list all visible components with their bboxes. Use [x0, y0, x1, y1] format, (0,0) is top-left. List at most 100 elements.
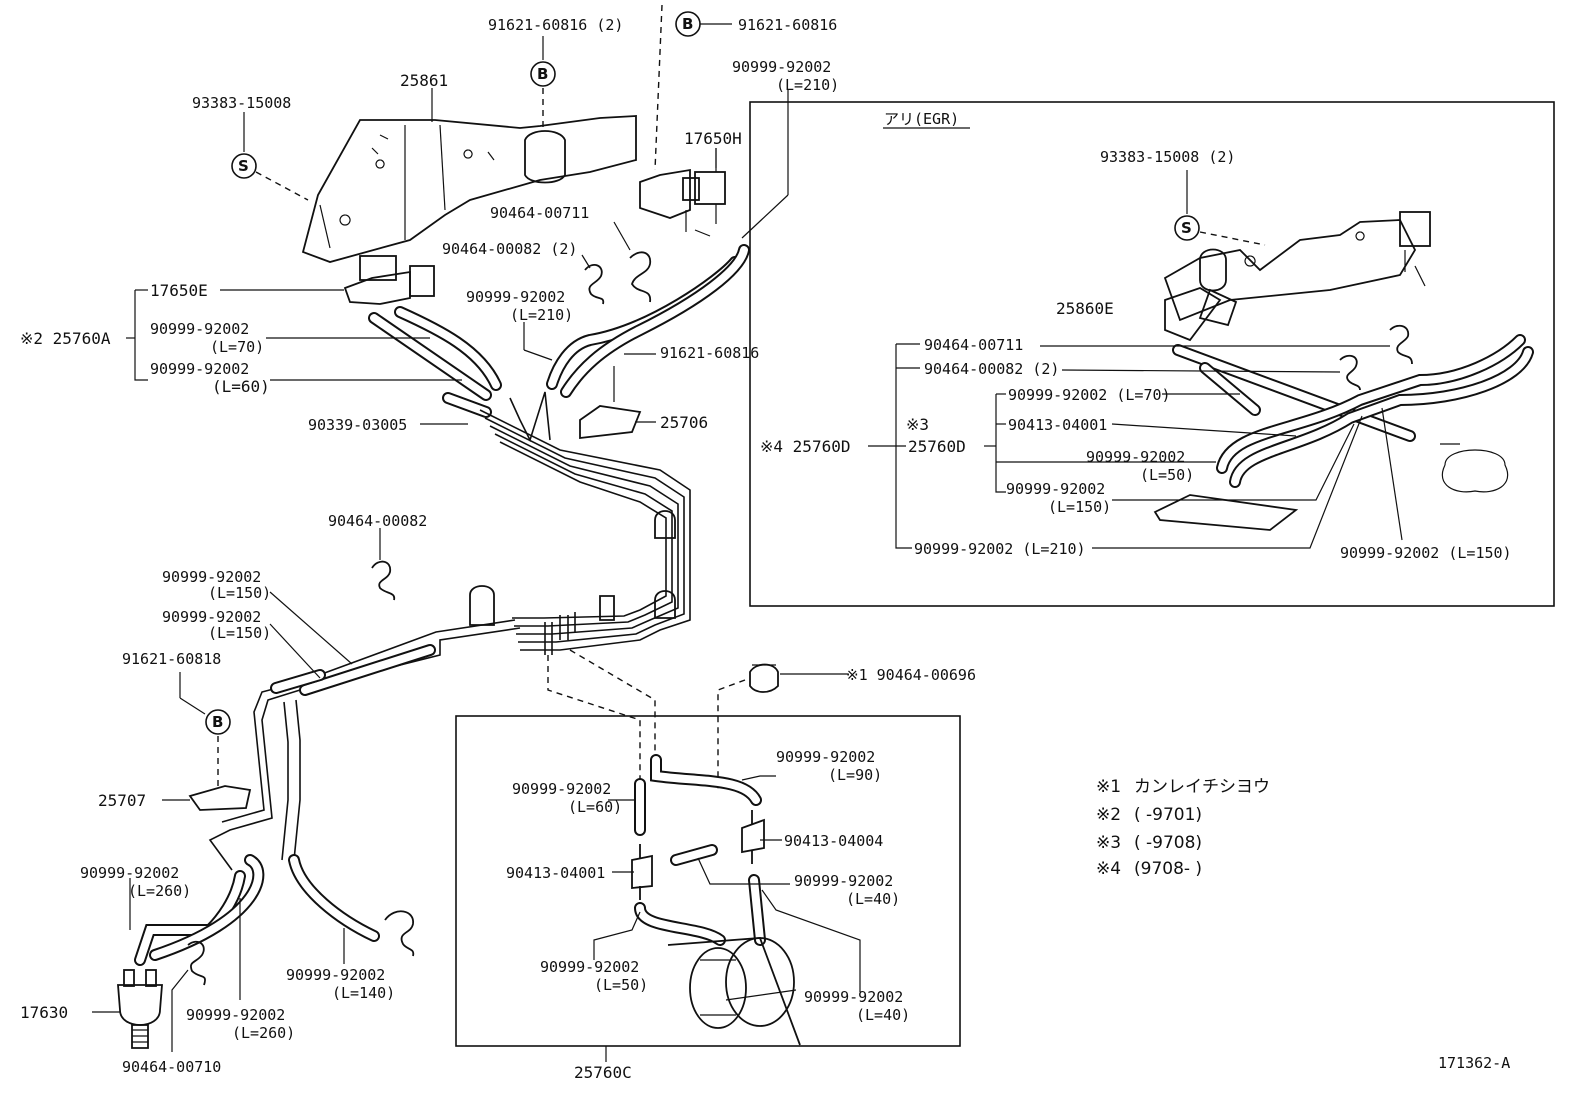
- label-90999-l70-len: (L=70): [210, 338, 264, 356]
- label-egr-l50: 90999-92002: [1086, 448, 1185, 466]
- note-1-text: カンレイチシヨウ: [1134, 777, 1270, 797]
- label-90339-03005: 90339-03005: [308, 416, 407, 434]
- label-egr-note3: ※3: [906, 415, 929, 434]
- label-90999-l60-box: 90999-92002: [512, 780, 611, 798]
- pipe-bundle: [479, 391, 691, 651]
- label-90999-l60-box-len: (L=60): [568, 798, 622, 816]
- clip-90464-00082: [581, 254, 605, 305]
- screw-callout-top: S: [231, 112, 257, 179]
- label-egr-25760D-left: ※4 25760D: [760, 437, 850, 456]
- clip-90464-00696: [749, 663, 848, 693]
- note-3-mark: ※3: [1096, 833, 1121, 853]
- dash-link-a: [547, 655, 641, 780]
- bolt-callout-left: B: [179, 672, 231, 786]
- egr-modulator: [667, 937, 801, 1046]
- note-4-text: (9708- ): [1134, 859, 1202, 879]
- egr-vsv-base: [1153, 494, 1299, 531]
- vacuum-switch-17630: [117, 969, 163, 1049]
- note-4-mark: ※4: [1096, 859, 1121, 879]
- tee-90413-04004: [741, 810, 765, 864]
- label-egr-l50-len: (L=50): [1140, 466, 1194, 484]
- label-egr-90413: 90413-04001: [1008, 416, 1107, 434]
- label-90999-l60: 90999-92002: [150, 360, 249, 378]
- label-egr-90464-00711: 90464-00711: [924, 336, 1023, 354]
- box-egr: [749, 101, 1555, 607]
- label-90999-l50-box: 90999-92002: [540, 958, 639, 976]
- vsv-17650H: [639, 148, 726, 237]
- label-90999-l210-mid: 90999-92002: [466, 288, 565, 306]
- label-90999-l150-a-len: (L=150): [208, 584, 271, 602]
- note-3-text: ( -9708): [1134, 833, 1202, 853]
- label-17630: 17630: [20, 1003, 68, 1022]
- bracket-25707: [188, 785, 252, 811]
- label-egr-l70: 90999-92002 (L=70): [1008, 386, 1171, 404]
- label-90999-l150-b: 90999-92002: [162, 608, 261, 626]
- label-90999-l150-b-len: (L=150): [208, 624, 271, 642]
- label-90999-l260-b: 90999-92002: [186, 1006, 285, 1024]
- dash-link-c: [717, 679, 746, 790]
- screw-letter: S: [238, 157, 249, 175]
- label-90999-l210-top: 90999-92002: [732, 58, 831, 76]
- label-90999-l260-a: 90999-92002: [80, 864, 179, 882]
- label-90464-00710: 90464-00710: [122, 1058, 221, 1076]
- label-90999-l70: 90999-92002: [150, 320, 249, 338]
- label-90999-l210-mid-len: (L=210): [510, 306, 573, 324]
- label-17650H: 17650H: [684, 129, 742, 148]
- label-90464-00082-2: 90464-00082 (2): [442, 240, 577, 258]
- label-25760A: ※2 25760A: [20, 329, 111, 348]
- clip-90464-00711: [613, 221, 652, 303]
- label-90999-l50-box-len: (L=50): [594, 976, 648, 994]
- svg-text:S: S: [1181, 219, 1192, 237]
- svg-text:B: B: [537, 65, 548, 83]
- label-egr-25860E: 25860E: [1056, 299, 1114, 318]
- label-90999-l140-len: (L=140): [332, 984, 395, 1002]
- note-2-text: ( -9701): [1134, 805, 1202, 825]
- label-90464-00696: ※1 90464-00696: [846, 666, 976, 684]
- dash-link-b: [569, 649, 656, 760]
- label-90999-l260-a-len: (L=260): [128, 882, 191, 900]
- bracket-25861: [301, 115, 637, 263]
- label-25706: 25706: [660, 413, 708, 432]
- box-25760C: [455, 715, 961, 1047]
- label-90413-04004: 90413-04004: [784, 832, 883, 850]
- diagram-id: 171362-A: [1438, 1054, 1510, 1072]
- label-90999-l40-a: 90999-92002: [794, 872, 893, 890]
- label-25760C: 25760C: [574, 1063, 632, 1082]
- label-90999-l40-a-len: (L=40): [846, 890, 900, 908]
- main-leaders: [92, 88, 861, 1052]
- note-2-mark: ※2: [1096, 805, 1121, 825]
- label-90999-l60-len: (L=60): [212, 377, 270, 396]
- label-90999-l140: 90999-92002: [286, 966, 385, 984]
- clip-90464-00082-mid: [371, 560, 396, 601]
- label-egr-25760D: 25760D: [908, 437, 966, 456]
- label-90999-l90: 90999-92002: [776, 748, 875, 766]
- label-90999-l40-b-len: (L=40): [856, 1006, 910, 1024]
- label-90999-l210-top-len: (L=210): [776, 76, 839, 94]
- clip-90464-00710: [187, 940, 206, 986]
- label-egr-l210: 90999-92002 (L=210): [914, 540, 1086, 558]
- label-90999-l260-b-len: (L=260): [232, 1024, 295, 1042]
- egr-bracket-assembly: [1163, 211, 1431, 342]
- label-25861: 25861: [400, 71, 448, 90]
- egr-clips: [1339, 324, 1413, 391]
- label-91621-60816-mid: 91621-60816: [660, 344, 759, 362]
- screw-callout-egr: S: [1174, 170, 1266, 246]
- label-90999-l90-len: (L=90): [828, 766, 882, 784]
- label-93383-15008: 93383-15008: [192, 94, 291, 112]
- label-91621-60816-2: 91621-60816 (2): [488, 16, 623, 34]
- label-90464-00082: 90464-00082: [328, 512, 427, 530]
- label-17650E: 17650E: [150, 281, 208, 300]
- label-egr-90464-00082: 90464-00082 (2): [924, 360, 1059, 378]
- label-egr-l150: 90999-92002: [1006, 480, 1105, 498]
- egr-modulator-right: [1440, 443, 1509, 493]
- label-25707: 25707: [98, 791, 146, 810]
- note-1-mark: ※1: [1096, 777, 1121, 797]
- label-egr-l150-len: (L=150): [1048, 498, 1111, 516]
- clip-hose-end: [384, 910, 415, 957]
- label-90999-l40-b: 90999-92002: [804, 988, 903, 1006]
- svg-text:B: B: [682, 15, 693, 33]
- vsv-17650E: [343, 255, 435, 305]
- label-91621-60816-top: 91621-60816: [738, 16, 837, 34]
- label-egr-93383: 93383-15008 (2): [1100, 148, 1235, 166]
